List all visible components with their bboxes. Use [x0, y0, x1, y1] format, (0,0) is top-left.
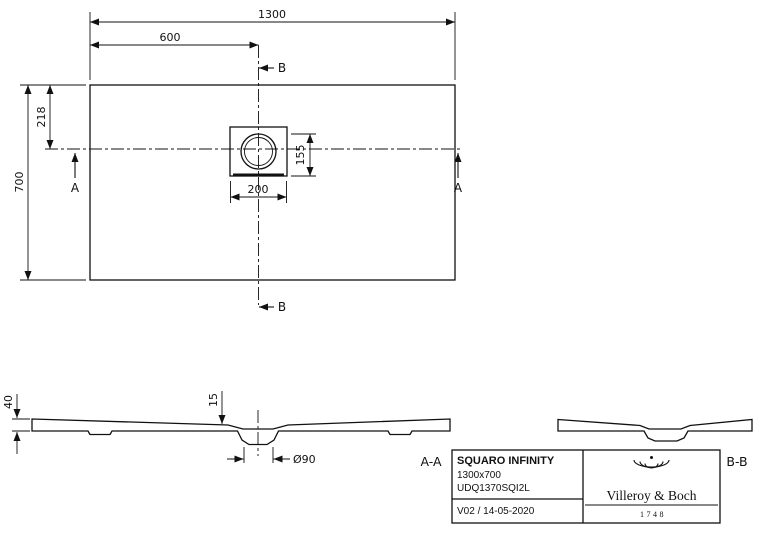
dim-40-label: 40 [2, 395, 15, 409]
drain-outer-circle [240, 133, 277, 170]
plan-view: 1300 600 700 218 155 200 A A B B [13, 8, 463, 314]
title-block: SQUARO INFINITY 1300x700 UDQ1370SQI2L V0… [451, 449, 721, 524]
drain-inner-circle [244, 137, 273, 166]
product-name: SQUARO INFINITY [457, 455, 555, 467]
brand-logo-icon [633, 456, 670, 469]
dim-155-label: 155 [294, 145, 307, 166]
tray-outline [89, 84, 456, 281]
title-block-border [451, 449, 721, 524]
revision-date: V02 / 14-05-2020 [457, 506, 535, 517]
logo-ripple-outer-icon [633, 459, 670, 468]
section-b-label-top: B [278, 61, 286, 75]
brand-year: 1748 [640, 510, 666, 519]
dim-200-label: 200 [248, 183, 269, 196]
dim-700-label: 700 [13, 172, 26, 193]
product-dimensions: 1300x700 [457, 470, 501, 481]
section-a-label-right: A [454, 181, 463, 195]
logo-drop-icon [650, 456, 653, 459]
dim-1300-label: 1300 [258, 8, 286, 21]
section-a-label-left: A [71, 181, 80, 195]
dim-15-label: 15 [207, 393, 220, 407]
brand-name: Villeroy & Boch [607, 488, 697, 503]
section-aa-title: A-A [420, 454, 442, 469]
section-b-label-bottom: B [278, 300, 286, 314]
dim-218-label: 218 [35, 107, 48, 128]
dim-600-label: 600 [160, 31, 181, 44]
section-aa-profile [31, 418, 451, 446]
section-bb-title: B-B [726, 454, 747, 469]
article-number: UDQ1370SQI2L [457, 483, 530, 494]
section-bb-profile [557, 418, 753, 442]
dim-phi90-label: Ø90 [293, 453, 316, 466]
section-aa-view: 40 15 Ø90 A-A [2, 391, 451, 469]
section-bb-view: B-B [557, 418, 753, 469]
